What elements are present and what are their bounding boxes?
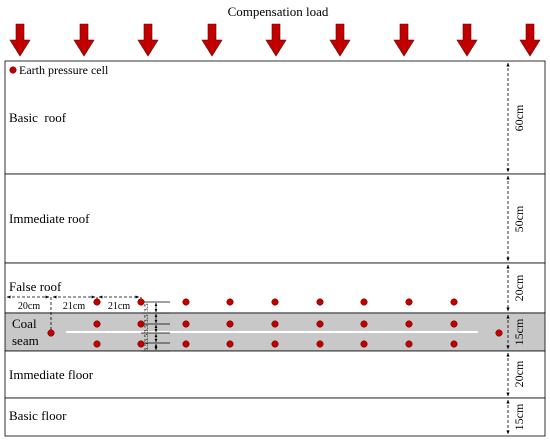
basic-floor-layer bbox=[4, 397, 546, 437]
false-roof-label: False roof bbox=[9, 279, 62, 294]
down-arrow-icon bbox=[9, 23, 31, 57]
earth-pressure-cell bbox=[137, 320, 145, 328]
basic-floor-label: Basic floor bbox=[9, 408, 67, 423]
earth-pressure-cell bbox=[405, 340, 413, 348]
down-arrow-icon bbox=[73, 23, 95, 57]
down-arrow-icon bbox=[456, 23, 478, 57]
spacing-first-label: 20cm bbox=[18, 301, 40, 312]
earth-pressure-cell bbox=[93, 298, 101, 306]
earth-pressure-cell bbox=[316, 298, 324, 306]
earth-pressure-cell bbox=[93, 320, 101, 328]
earth-pressure-cell bbox=[226, 298, 234, 306]
earth-pressure-cell bbox=[360, 340, 368, 348]
vspacing-3-label: 3.5 bbox=[143, 324, 150, 332]
false-roof-thickness: 20cm bbox=[512, 274, 526, 301]
earth-pressure-cell bbox=[226, 320, 234, 328]
vertical-spacing-dimensions bbox=[141, 301, 170, 352]
earth-pressure-cell bbox=[405, 320, 413, 328]
basic-roof-layer bbox=[4, 60, 546, 175]
earth-pressure-cell bbox=[316, 340, 324, 348]
load-arrows bbox=[9, 23, 541, 57]
earth-pressure-cell bbox=[182, 298, 190, 306]
earth-pressure-cell bbox=[495, 329, 503, 337]
immediate-roof-layer bbox=[4, 173, 546, 264]
earth-pressure-cell bbox=[226, 340, 234, 348]
earth-pressure-cell bbox=[137, 298, 145, 306]
earth-pressure-cell bbox=[271, 340, 279, 348]
vspacing-1-label: 3.5 bbox=[143, 303, 150, 311]
earth-pressure-cell bbox=[360, 320, 368, 328]
immediate-floor-layer bbox=[4, 350, 546, 399]
immediate-floor-label: Immediate floor bbox=[9, 367, 94, 382]
down-arrow-icon bbox=[519, 23, 541, 57]
earth-pressure-cell bbox=[360, 298, 368, 306]
immediate-roof-thickness: 50cm bbox=[512, 205, 526, 232]
down-arrow-icon bbox=[329, 23, 351, 57]
coal-seam-thickness: 15cm bbox=[512, 318, 526, 345]
earth-pressure-cell bbox=[137, 340, 145, 348]
vspacing-4-label: 3.5 bbox=[143, 334, 150, 342]
immediate-roof-label: Immediate roof bbox=[9, 211, 90, 226]
earth-pressure-cell-legend-icon bbox=[9, 66, 17, 74]
earth-pressure-cell bbox=[93, 340, 101, 348]
earth-pressure-cell bbox=[405, 298, 413, 306]
diagram-title: Compensation load bbox=[228, 4, 329, 19]
down-arrow-icon bbox=[265, 23, 287, 57]
basic-roof-label: Basic roof bbox=[9, 110, 67, 125]
earth-pressure-cell bbox=[182, 340, 190, 348]
down-arrow-icon bbox=[201, 23, 223, 57]
spacing-third-label: 21cm bbox=[108, 301, 130, 312]
seam-label: seam bbox=[12, 333, 39, 348]
basic-floor-thickness: 15cm bbox=[512, 403, 526, 430]
spacing-second-label: 21cm bbox=[63, 301, 85, 312]
down-arrow-icon bbox=[393, 23, 415, 57]
earth-pressure-cell bbox=[271, 320, 279, 328]
coal-label: Coal bbox=[12, 316, 37, 331]
earth-pressure-cell bbox=[450, 340, 458, 348]
down-arrow-icon bbox=[137, 23, 159, 57]
earth-pressure-cell bbox=[182, 320, 190, 328]
vspacing-2-label: 3.5 bbox=[143, 314, 150, 322]
basic-roof-thickness: 60cm bbox=[512, 104, 526, 131]
earth-pressure-cell bbox=[316, 320, 324, 328]
vspacing-5-label: 3.5 bbox=[143, 343, 150, 351]
earth-pressure-cell bbox=[271, 298, 279, 306]
earth-pressure-cells bbox=[47, 298, 503, 348]
immediate-floor-thickness: 20cm bbox=[512, 360, 526, 387]
legend-label: Earth pressure cell bbox=[19, 63, 109, 77]
earth-pressure-cell bbox=[450, 320, 458, 328]
earth-pressure-cell bbox=[450, 298, 458, 306]
earth-pressure-cell bbox=[47, 329, 55, 337]
